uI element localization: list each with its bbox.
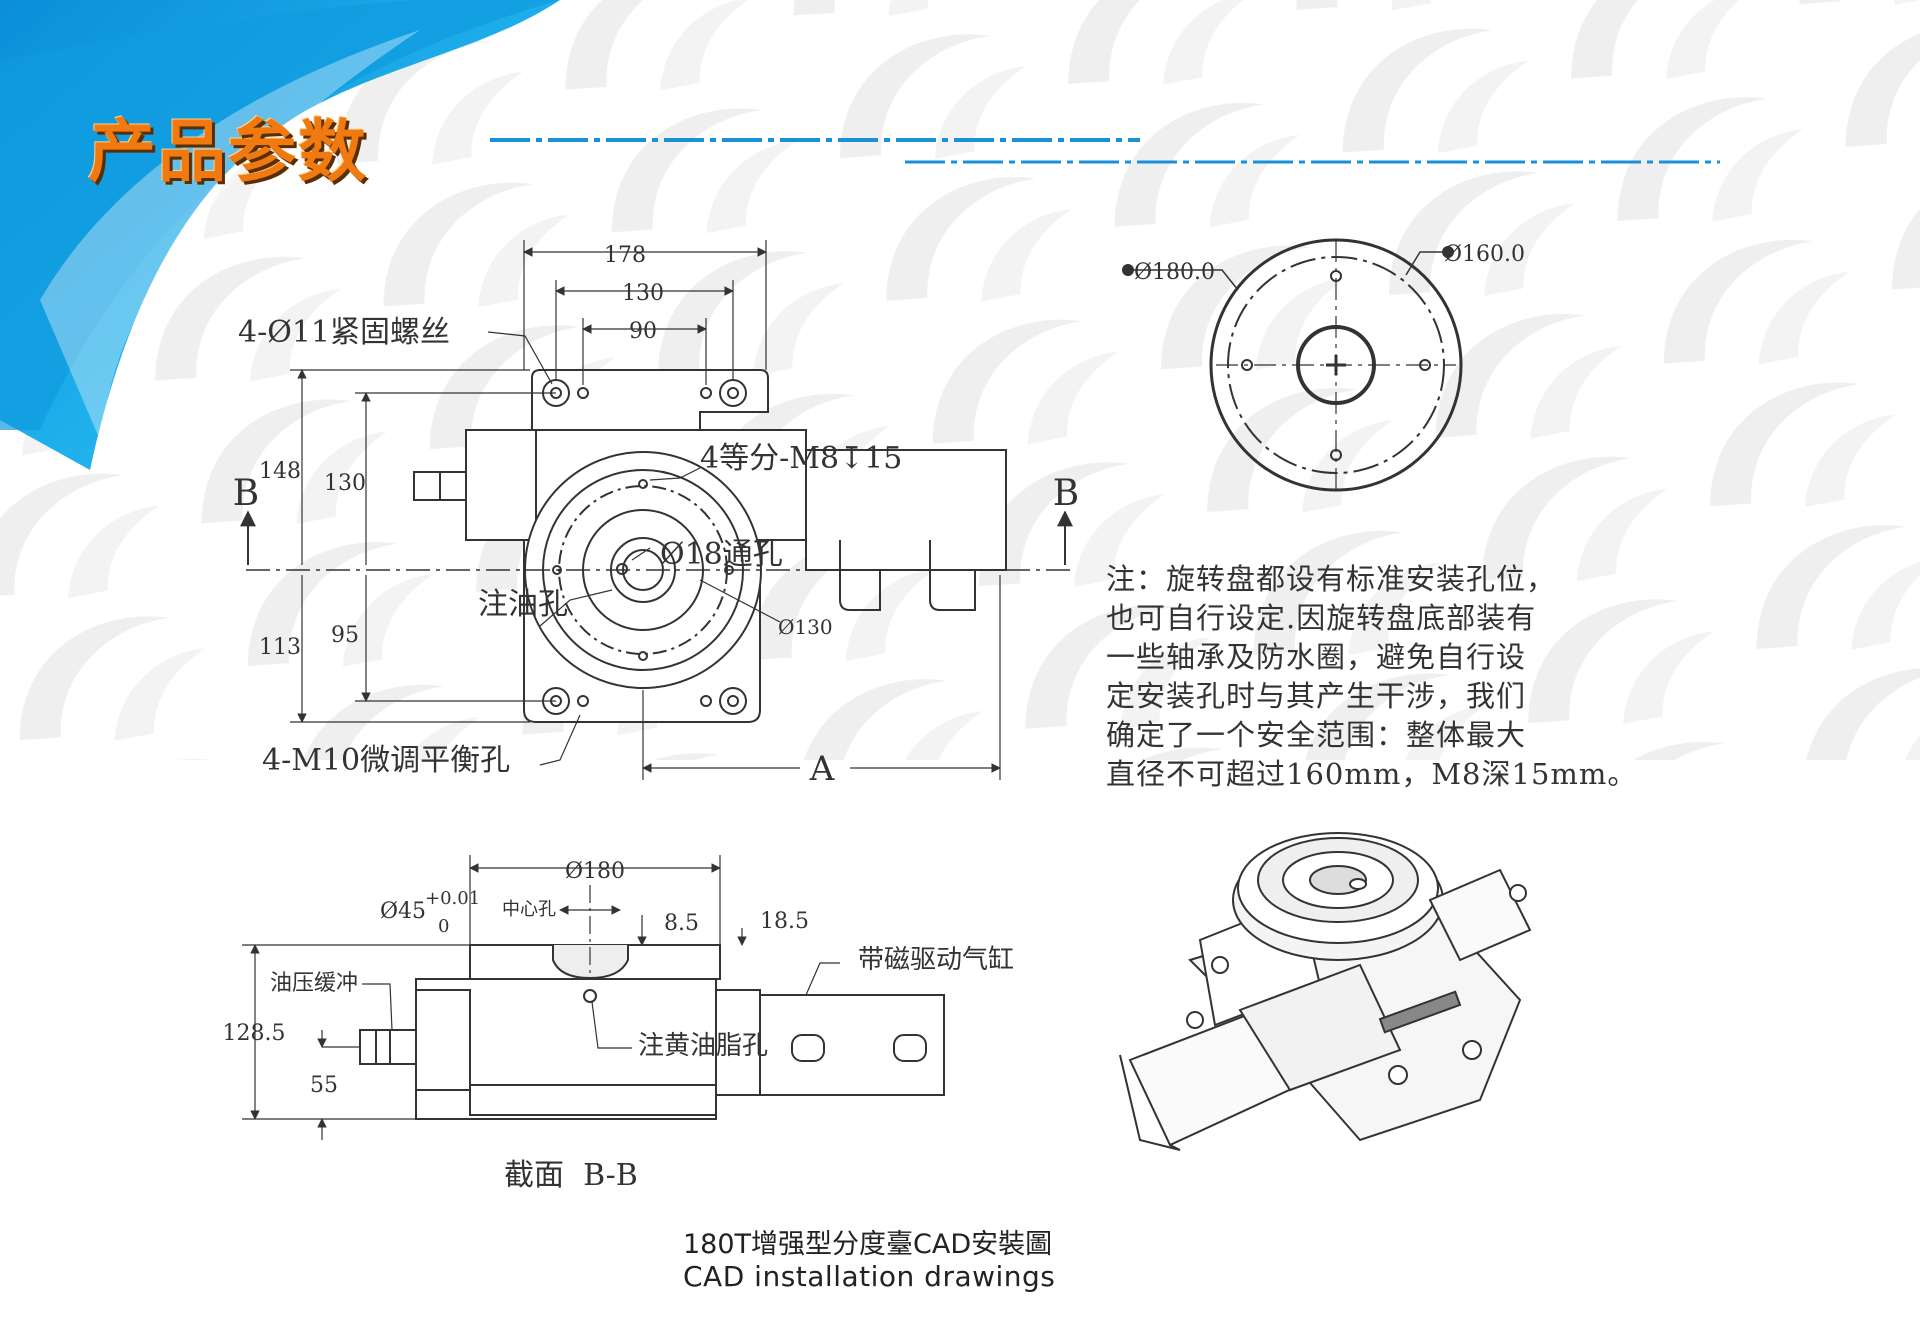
dim-phi130: Ø130 xyxy=(778,615,833,639)
label-center-hole: 中心孔 xyxy=(502,899,556,920)
dim-tolerance-upper: +0.01 xyxy=(425,888,480,909)
note-line: 确定了一个安全范围：整体最大 xyxy=(1106,718,1527,752)
callout-threaded: 4等分-M8↧15 xyxy=(700,441,902,476)
dim-95: 95 xyxy=(331,623,359,648)
callout-grease-hole: 注黄油脂孔 xyxy=(638,1031,768,1061)
circle-view xyxy=(1122,238,1463,495)
callout-bolts: 4-Ø11紧固螺丝 xyxy=(238,315,450,350)
dim-tolerance-lower: 0 xyxy=(438,916,449,937)
page-heading: 产品参数 xyxy=(88,113,369,192)
dim-8-5: 8.5 xyxy=(664,911,699,936)
section-view xyxy=(242,855,945,1140)
top-view-labels: 178 130 90 148 130 113 95 B B A Ø130 Ø18… xyxy=(233,243,1079,789)
dim-148: 148 xyxy=(259,459,301,484)
dim-130-width: 130 xyxy=(622,281,664,306)
callout-oil-buffer: 油压缓冲 xyxy=(270,971,358,996)
caption-chinese: 180T增强型分度臺CAD安裝圖 xyxy=(683,1229,1053,1260)
callout-oil-hole: 注油孔 xyxy=(478,587,568,622)
top-view xyxy=(240,240,1073,780)
caption-english: CAD installation drawings xyxy=(683,1260,1056,1293)
dim-18-5: 18.5 xyxy=(760,909,809,934)
dim-128-5: 128.5 xyxy=(223,1021,286,1046)
dim-90: 90 xyxy=(629,319,657,344)
note-line: 一些轴承及防水圈，避免自行设 xyxy=(1106,640,1527,674)
note-line: 直径不可超过160mm，M8深15mm。 xyxy=(1106,757,1638,791)
note-line: 注：旋转盘都设有标准安装孔位， xyxy=(1106,562,1557,596)
isometric-view xyxy=(1119,832,1532,1151)
dim-phi160-inner: Ø160.0 xyxy=(1444,242,1525,267)
section-marker-left: B xyxy=(233,473,259,514)
note-line: 定安装孔时与其产生干涉，我们 xyxy=(1106,679,1527,713)
dim-a: A xyxy=(809,749,835,789)
section-title: 截面 B-B xyxy=(504,1158,638,1193)
dim-phi180: Ø180 xyxy=(565,859,625,884)
dim-55: 55 xyxy=(310,1073,338,1098)
circle-view-labels: Ø180.0 Ø160.0 xyxy=(1134,242,1525,285)
section-marker-right: B xyxy=(1053,473,1079,514)
callout-adjust-holes: 4-M10微调平衡孔 xyxy=(262,743,510,778)
section-view-labels: Ø180 Ø45 +0.01 0 中心孔 8.5 18.5 128.5 55 油… xyxy=(223,859,1015,1193)
note-line: 也可自行设定.因旋转盘底部装有 xyxy=(1106,601,1537,635)
dim-phi45: Ø45 xyxy=(380,899,426,924)
callout-magnetic-cylinder: 带磁驱动气缸 xyxy=(858,945,1014,975)
dim-113: 113 xyxy=(259,635,301,660)
dim-130-height: 130 xyxy=(324,471,366,496)
dim-178: 178 xyxy=(604,243,646,268)
dim-phi180-outer: Ø180.0 xyxy=(1134,260,1215,285)
dim-phi18: Ø18通孔 xyxy=(660,537,783,572)
installation-note: 注：旋转盘都设有标准安装孔位， 也可自行设定.因旋转盘底部装有 一些轴承及防水圈… xyxy=(1106,560,1638,794)
